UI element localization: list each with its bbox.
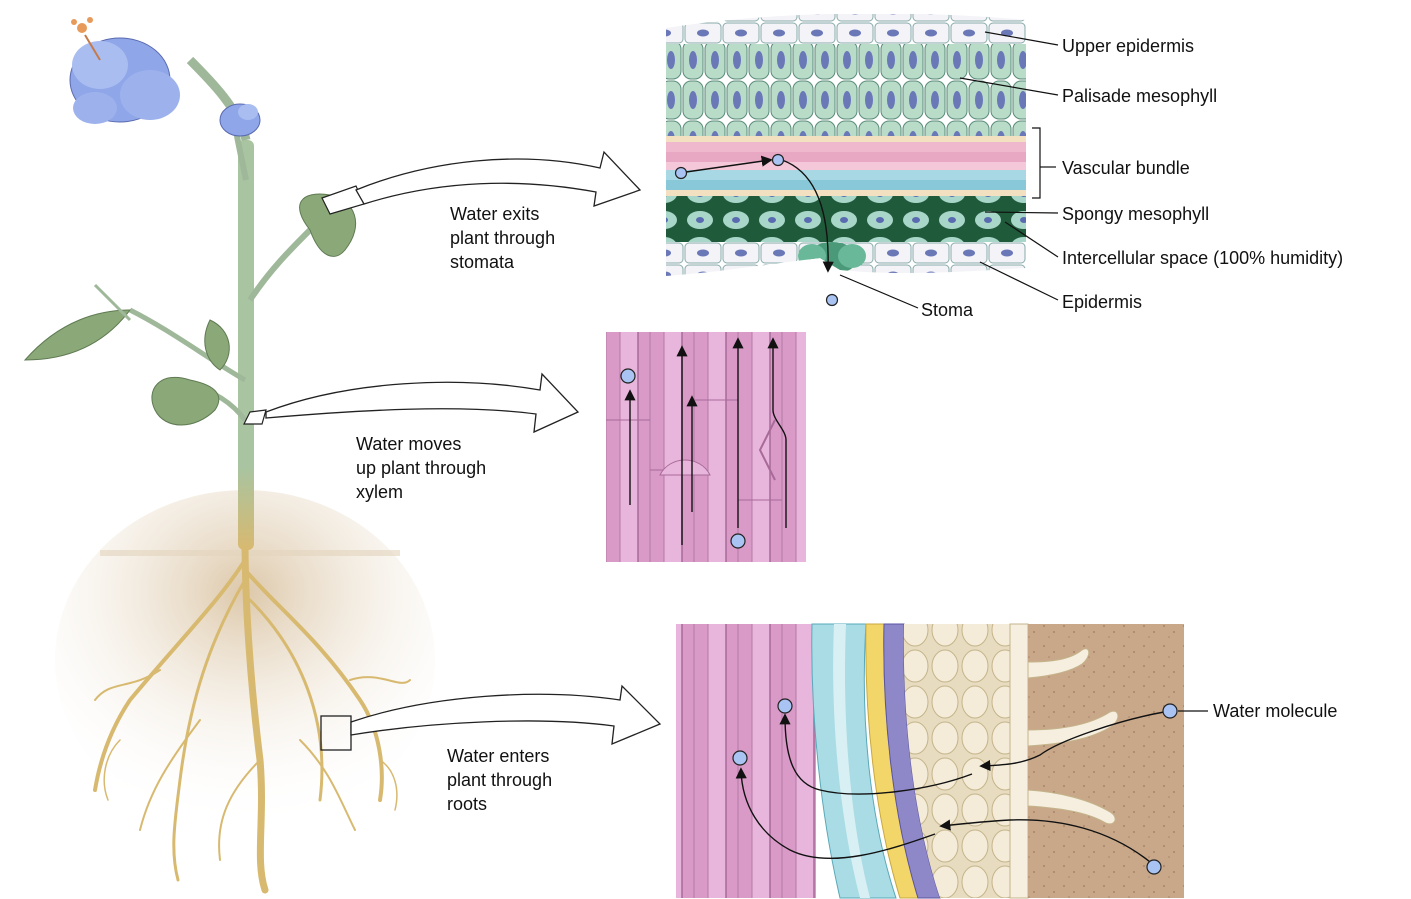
leaf-mid [152, 377, 219, 425]
caption-line: roots [447, 792, 552, 816]
water-molecule-icon [778, 699, 792, 713]
water-molecule-icon [731, 534, 745, 548]
water-molecule-icon [773, 155, 784, 166]
caption-line: Water exits [450, 202, 555, 226]
stem [238, 140, 254, 550]
root-section [676, 624, 1208, 898]
water-molecule-icon [827, 295, 838, 306]
label-vascular-bundle: Vascular bundle [1062, 156, 1190, 180]
label-intercellular-space: Intercellular space (100% humidity) [1062, 246, 1343, 270]
label-water-molecule: Water molecule [1213, 699, 1337, 723]
leaf-cross-section [660, 14, 1058, 308]
label-palisade-mesophyll: Palisade mesophyll [1062, 84, 1217, 108]
caption-line: plant through [447, 768, 552, 792]
label-upper-epidermis: Upper epidermis [1062, 34, 1194, 58]
caption-line: up plant through [356, 456, 486, 480]
flower-large [70, 17, 180, 124]
caption-line: plant through [450, 226, 555, 250]
label-spongy-mesophyll: Spongy mesophyll [1062, 202, 1209, 226]
label-epidermis: Epidermis [1062, 290, 1142, 314]
caption-line: xylem [356, 480, 486, 504]
caption-stomata: Water exits plant through stomata [450, 202, 555, 274]
label-stoma: Stoma [921, 298, 973, 322]
flower-bud [220, 104, 260, 136]
water-molecule-icon [1163, 704, 1177, 718]
xylem-section [606, 332, 806, 562]
water-molecule-icon [733, 751, 747, 765]
leaf-mid-2 [205, 320, 230, 370]
water-molecule-icon [676, 168, 687, 179]
caption-roots: Water enters plant through roots [447, 744, 552, 816]
water-molecule-icon [621, 369, 635, 383]
caption-line: stomata [450, 250, 555, 274]
callout-arrow-stem [266, 374, 578, 432]
leaf-left [25, 310, 130, 360]
callout-arrow-leaf [356, 152, 640, 206]
caption-line: Water enters [447, 744, 552, 768]
caption-xylem: Water moves up plant through xylem [356, 432, 486, 504]
water-molecule-icon [1147, 860, 1161, 874]
caption-line: Water moves [356, 432, 486, 456]
